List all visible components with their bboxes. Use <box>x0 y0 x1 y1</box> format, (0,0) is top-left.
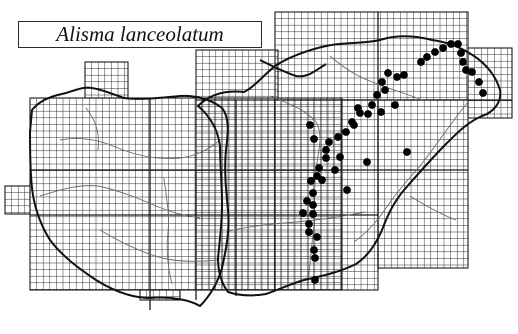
occurrence-dot-47 <box>403 148 411 156</box>
border-0 <box>29 86 230 307</box>
river-6 <box>99 229 219 262</box>
grid-block-frame-1 <box>84 61 129 99</box>
occurrence-dot-49 <box>363 158 371 166</box>
grid-block-7 <box>467 47 512 118</box>
occurrence-dot-33 <box>309 201 317 209</box>
grid-block-5 <box>274 11 468 100</box>
occurrence-dot-44 <box>350 121 358 129</box>
country-borders <box>29 35 502 307</box>
occurrence-dot-52 <box>377 108 385 116</box>
occurrence-dots <box>299 40 487 284</box>
occurrence-dot-14 <box>384 69 392 77</box>
occurrence-dot-29 <box>318 176 326 184</box>
occurrence-dot-40 <box>311 254 319 262</box>
occurrence-dot-25 <box>322 146 330 154</box>
occurrence-dot-2 <box>431 48 439 56</box>
river-2 <box>329 55 423 101</box>
occurrence-dot-45 <box>354 104 362 112</box>
occurrence-dot-39 <box>310 246 318 254</box>
occurrence-dot-46 <box>391 101 399 109</box>
river-7 <box>163 177 173 285</box>
occurrence-dot-16 <box>381 86 389 94</box>
border-1 <box>197 35 502 297</box>
occurrence-dot-36 <box>305 220 313 228</box>
river-1 <box>353 101 469 243</box>
occurrence-dot-4 <box>447 40 455 48</box>
occurrence-dot-51 <box>331 166 339 174</box>
occurrence-dot-34 <box>299 209 307 217</box>
occurrence-dot-27 <box>315 164 323 172</box>
grid-block-2 <box>4 185 30 214</box>
occurrence-dot-0 <box>417 58 425 66</box>
occurrence-dot-8 <box>462 66 470 74</box>
occurrence-dot-50 <box>336 153 344 161</box>
occurrence-dot-9 <box>468 68 476 76</box>
grid-block-frame-2 <box>4 185 31 215</box>
occurrence-dot-35 <box>309 210 317 218</box>
river-3 <box>225 211 367 233</box>
occurrence-dot-17 <box>373 91 381 99</box>
occurrence-dot-48 <box>343 186 351 194</box>
grid-block-6 <box>377 99 468 268</box>
occurrence-dot-13 <box>393 73 401 81</box>
occurrence-dot-41 <box>311 276 319 284</box>
occurrence-dot-19 <box>364 110 372 118</box>
occurrence-dot-3 <box>439 44 447 52</box>
occurrence-dot-37 <box>305 228 313 236</box>
grid-block-frame-7 <box>467 47 513 119</box>
grid-block-frame-6 <box>377 99 469 269</box>
river-4 <box>39 185 201 219</box>
occurrence-dot-26 <box>322 154 330 162</box>
occurrence-dot-31 <box>309 189 317 197</box>
occurrence-dot-22 <box>342 128 350 136</box>
grid-frames <box>4 11 513 310</box>
occurrence-dot-7 <box>459 58 467 66</box>
occurrence-dot-42 <box>306 121 314 129</box>
occurrence-dot-1 <box>423 53 431 61</box>
occurrence-dot-23 <box>334 133 342 141</box>
occurrence-dot-18 <box>368 101 376 109</box>
occurrence-dot-6 <box>457 49 465 57</box>
occurrence-dot-38 <box>313 233 321 241</box>
occurrence-dot-24 <box>325 138 333 146</box>
border-2 <box>259 59 327 78</box>
occurrence-dot-11 <box>479 89 487 97</box>
species-name-label: Alisma lanceolatum <box>18 21 262 48</box>
occurrence-dot-32 <box>303 197 311 205</box>
occurrence-dot-43 <box>310 135 318 143</box>
occurrence-dot-10 <box>475 78 483 86</box>
occurrence-dot-5 <box>454 40 462 48</box>
river-8 <box>85 107 99 151</box>
river-9 <box>409 195 457 221</box>
occurrence-dot-30 <box>307 177 315 185</box>
occurrence-dot-12 <box>400 71 408 79</box>
grid-block-frame-8 <box>139 289 181 301</box>
occurrence-dot-15 <box>378 78 386 86</box>
river-5 <box>59 137 221 159</box>
